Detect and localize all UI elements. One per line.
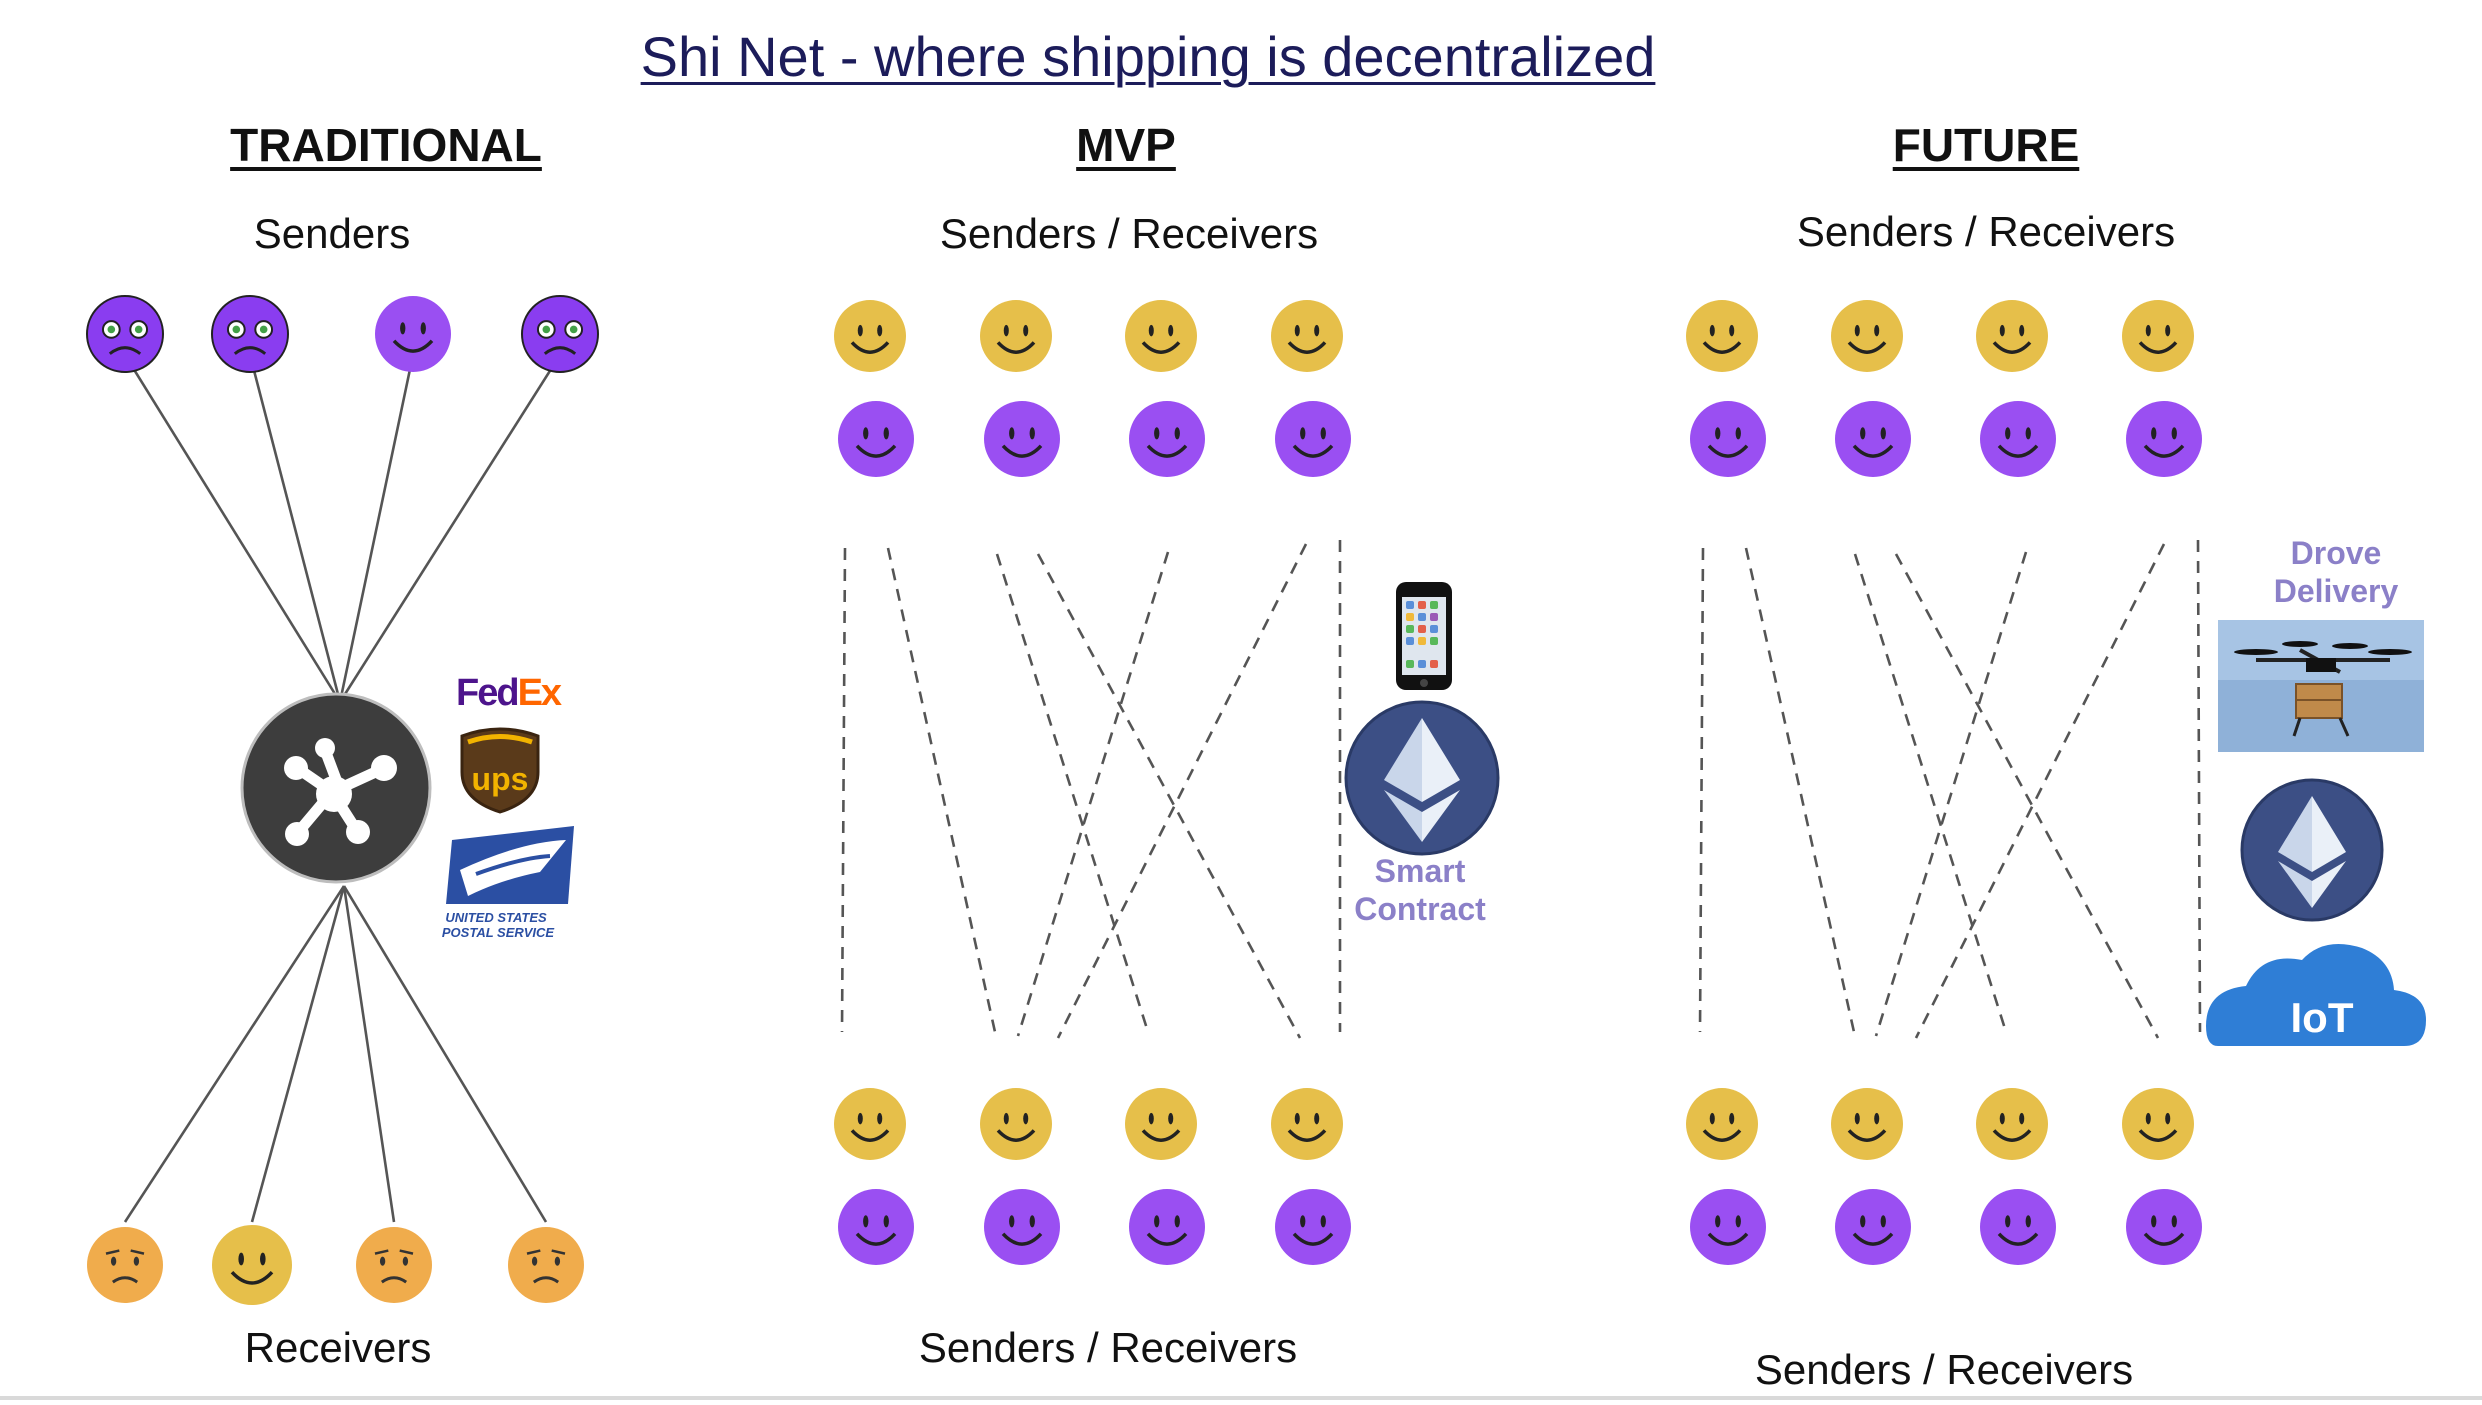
ups-logo: ups <box>460 727 540 814</box>
dashed-connection <box>1698 547 1705 1033</box>
dashed-connection <box>840 547 847 1033</box>
dashed-connection <box>1894 553 2160 1039</box>
happy-face-icon <box>1271 300 1343 372</box>
smartphone-icon <box>1396 582 1452 690</box>
dashed-connection <box>1874 551 2028 1037</box>
iot-cloud-icon: IoT <box>2206 944 2426 1046</box>
future-bottom-label: Senders / Receivers <box>1754 1346 2134 1393</box>
connection-lines <box>123 354 2202 1223</box>
usps-logo: UNITED STATES POSTAL SERVICE <box>442 826 574 940</box>
happy-face-icon <box>1690 401 1766 477</box>
dashed-connection <box>1056 543 1308 1039</box>
worried-face-icon <box>356 1227 432 1303</box>
fedex-logo-ex: Ex <box>517 672 563 714</box>
sad-face-icon <box>86 295 164 373</box>
receivers-label: Receivers <box>244 1324 432 1371</box>
sender-connector <box>338 354 562 703</box>
happy-face-icon <box>980 300 1052 372</box>
dashed-connection <box>886 547 997 1033</box>
happy-face-icon <box>1129 1189 1205 1265</box>
happy-face-icon <box>984 1189 1060 1265</box>
footer-divider <box>0 1396 2482 1400</box>
ethereum-icon <box>2240 778 2384 922</box>
future-heading: FUTURE <box>1892 119 2080 171</box>
happy-face-icon <box>1275 401 1351 477</box>
dashed-connection <box>1016 551 1170 1037</box>
happy-face-icon <box>1835 401 1911 477</box>
happy-face-icon <box>1275 1189 1351 1265</box>
traditional-heading: TRADITIONAL <box>230 119 542 171</box>
happy-face-icon <box>375 296 451 372</box>
happy-face-icon <box>1976 300 2048 372</box>
dashed-connection <box>1036 553 1302 1039</box>
happy-face-icon <box>838 1189 914 1265</box>
happy-face-icon <box>212 1225 292 1305</box>
smart-contract-label: Smart Contract <box>1354 853 1486 927</box>
svg-text:POSTAL SERVICE: POSTAL SERVICE <box>442 925 555 940</box>
worried-face-icon <box>87 1227 163 1303</box>
ethereum-icon <box>1344 700 1500 856</box>
mvp-bottom-label: Senders / Receivers <box>918 1324 1298 1371</box>
face-icons <box>86 295 2202 1305</box>
svg-text:UNITED STATES: UNITED STATES <box>445 910 547 925</box>
receiver-connector <box>342 885 548 1223</box>
happy-face-icon <box>1129 401 1205 477</box>
happy-face-icon <box>1831 300 1903 372</box>
happy-face-icon <box>834 1088 906 1160</box>
svg-text:IoT: IoT <box>2291 994 2354 1041</box>
dashed-connection <box>2196 539 2202 1033</box>
happy-face-icon <box>1835 1189 1911 1265</box>
happy-face-icon <box>834 300 906 372</box>
receiver-connector <box>250 885 346 1223</box>
fedex-logo-fe: Fed <box>456 672 520 714</box>
fedex-logo: FedEx <box>456 672 563 715</box>
happy-face-icon <box>2122 1088 2194 1160</box>
mvp-top-label: Senders / Receivers <box>939 210 1319 257</box>
sender-connector <box>248 354 342 703</box>
happy-face-icon <box>1690 1189 1766 1265</box>
sender-connector <box>123 354 342 703</box>
happy-face-icon <box>984 401 1060 477</box>
drone-icon <box>2218 620 2424 752</box>
network-hub-icon <box>240 692 432 884</box>
happy-face-icon <box>2126 401 2202 477</box>
happy-face-icon <box>1686 300 1758 372</box>
happy-face-icon <box>1976 1088 2048 1160</box>
receiver-connector <box>123 885 346 1223</box>
happy-face-icon <box>838 401 914 477</box>
dashed-connection <box>1914 543 2166 1039</box>
happy-face-icon <box>1831 1088 1903 1160</box>
mvp-heading: MVP <box>1076 119 1176 171</box>
happy-face-icon <box>2122 300 2194 372</box>
happy-face-icon <box>2126 1189 2202 1265</box>
dashed-connection <box>995 553 1150 1033</box>
happy-face-icon <box>1125 1088 1197 1160</box>
happy-face-icon <box>1980 1189 2056 1265</box>
sad-face-icon <box>211 295 289 373</box>
worried-face-icon <box>508 1227 584 1303</box>
happy-face-icon <box>1271 1088 1343 1160</box>
happy-face-icon <box>1125 300 1197 372</box>
sad-face-icon <box>521 295 599 373</box>
page-title: Shi Net - where shipping is decentralize… <box>640 25 1656 88</box>
sender-connector <box>338 354 415 703</box>
happy-face-icon <box>1980 401 2056 477</box>
drone-delivery-label: Drove Delivery <box>2273 535 2399 609</box>
svg-text:ups: ups <box>472 761 529 797</box>
dashed-connection <box>1744 547 1856 1033</box>
happy-face-icon <box>1686 1088 1758 1160</box>
happy-face-icon <box>980 1088 1052 1160</box>
senders-label: Senders <box>253 210 411 257</box>
dashed-connection <box>1853 553 2008 1033</box>
future-top-label: Senders / Receivers <box>1796 208 2176 255</box>
receiver-connector <box>342 885 396 1223</box>
